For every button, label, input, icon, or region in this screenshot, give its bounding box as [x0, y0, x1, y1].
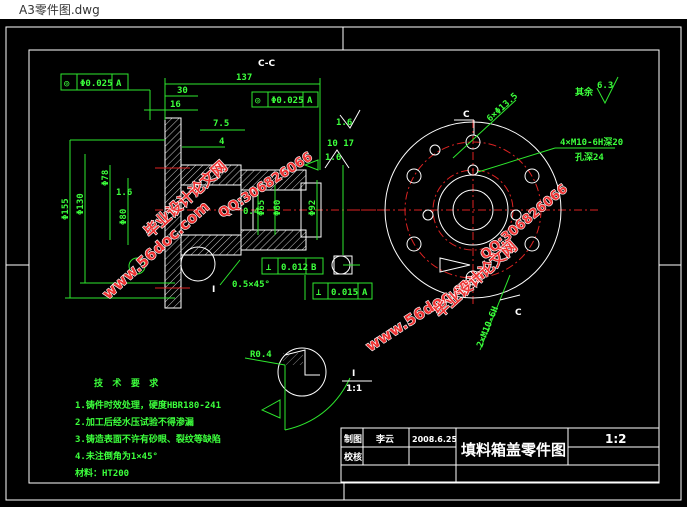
fcf-2: ◎ Φ0.025 A: [251, 91, 319, 108]
dimension-lines: [65, 78, 361, 300]
dim-phi60: Φ60: [273, 200, 283, 216]
material-label: 材料：HT200: [74, 467, 129, 479]
requirement-item: 3.铸造表面不许有砂眼、裂纹等缺陷: [75, 433, 221, 445]
dim-4: 4: [219, 137, 225, 147]
fcf-1-datum: A: [116, 79, 122, 89]
cut-c-bottom: C: [515, 308, 522, 318]
dim-phi130: Φ130: [76, 193, 86, 215]
detail-label: I: [352, 369, 355, 379]
detail-roughness: R0.4: [250, 350, 272, 360]
holes-6x-label: 6×Φ13.5: [485, 91, 520, 124]
detail-marker: I: [212, 285, 215, 295]
fcf-3-symbol: ⊥: [266, 263, 272, 273]
dim-16: 16: [170, 100, 181, 110]
fcf-2-datum: A: [307, 96, 313, 106]
thread-4x-depth: 孔深24: [575, 151, 604, 163]
thread-4x-label: 4×M10-6H深20: [560, 136, 623, 148]
end-view-flange: [350, 76, 619, 351]
scale: 1:2: [605, 432, 627, 446]
fcf-1: ◎ Φ0.025 A: [60, 73, 129, 91]
requirement-item: 4.未注倒角为1×45°: [75, 450, 158, 462]
fcf-3-datum: B: [311, 263, 317, 273]
dim-phi65: Φ65: [257, 200, 267, 216]
dim-10-17: 10 17: [327, 139, 354, 149]
watermark-qq: QQ:306826066: [478, 182, 571, 263]
thread-2x-label: 2×M10-6H: [476, 305, 502, 349]
fcf-2-symbol: ◎: [255, 96, 261, 106]
drawn-date: 2008.6.25: [412, 435, 457, 444]
fcf-4-value: 0.015: [331, 288, 358, 298]
fcf-1-value: Φ0.025: [80, 79, 113, 89]
technical-requirements: 技 术 要 求 1.铸件时效处理，硬度HBR180-241 2.加工后经水压试验…: [74, 377, 221, 479]
title-block: 制图 李云 2008.6.25 校核 填料箱盖零件图 1:2: [29, 427, 660, 484]
dim-137: 137: [236, 73, 252, 83]
requirement-item: 1.铸件时效处理，硬度HBR180-241: [75, 399, 221, 411]
dim-phi80: Φ80: [119, 209, 129, 225]
dim-7-5: 7.5: [213, 119, 229, 129]
fcf-2-value: Φ0.025: [271, 96, 304, 106]
detail-view-I: [244, 347, 372, 431]
window-titlebar: A3零件图.dwg: [0, 0, 687, 19]
section-label: C-C: [258, 59, 276, 69]
drawn-label: 制图: [344, 433, 362, 445]
roughness-1-6-b: 1.6: [116, 188, 132, 198]
cut-c-top: C: [463, 110, 470, 120]
dim-phi155: Φ155: [61, 198, 71, 220]
section-view: [128, 117, 385, 309]
drawing-svg[interactable]: C-C 137 30 16 7.5 4 10 17 1.6 1.6 0.4 0.…: [0, 19, 687, 507]
fcf-4-datum: A: [362, 288, 368, 298]
file-title: A3零件图.dwg: [19, 3, 100, 17]
fcf-4-symbol: ⊥: [316, 288, 322, 298]
fcf-3-value: 0.012: [281, 263, 308, 273]
roughness-0-4: 0.4: [243, 207, 260, 217]
dim-30: 30: [177, 86, 188, 96]
part-name: 填料箱盖零件图: [461, 441, 566, 459]
checked-label: 校核: [344, 451, 362, 463]
fcf-1-symbol: ◎: [64, 79, 70, 89]
dim-phi92: Φ92: [308, 200, 318, 216]
requirement-item: 2.加工后经水压试验不得渗漏: [75, 416, 194, 428]
drawn-by: 李云: [375, 433, 394, 445]
cad-drawing-canvas[interactable]: C-C 137 30 16 7.5 4 10 17 1.6 1.6 0.4 0.…: [0, 19, 687, 507]
detail-scale: 1:1: [346, 384, 362, 394]
roughness-rest-label: 其余: [575, 86, 594, 98]
dim-phi78: Φ78: [101, 170, 111, 186]
chamfer-dim: 0.5×45°: [232, 280, 270, 290]
requirements-title: 技 术 要 求: [94, 377, 160, 389]
roughness-1-6-a: 1.6: [325, 153, 341, 163]
roughness-rest-value: 6.3: [597, 81, 613, 91]
roughness-1-6-c: 1.6: [336, 118, 352, 128]
fcf-3: ⊥ 0.012 B: [261, 257, 324, 275]
fcf-4: ⊥ 0.015 A: [312, 282, 373, 300]
